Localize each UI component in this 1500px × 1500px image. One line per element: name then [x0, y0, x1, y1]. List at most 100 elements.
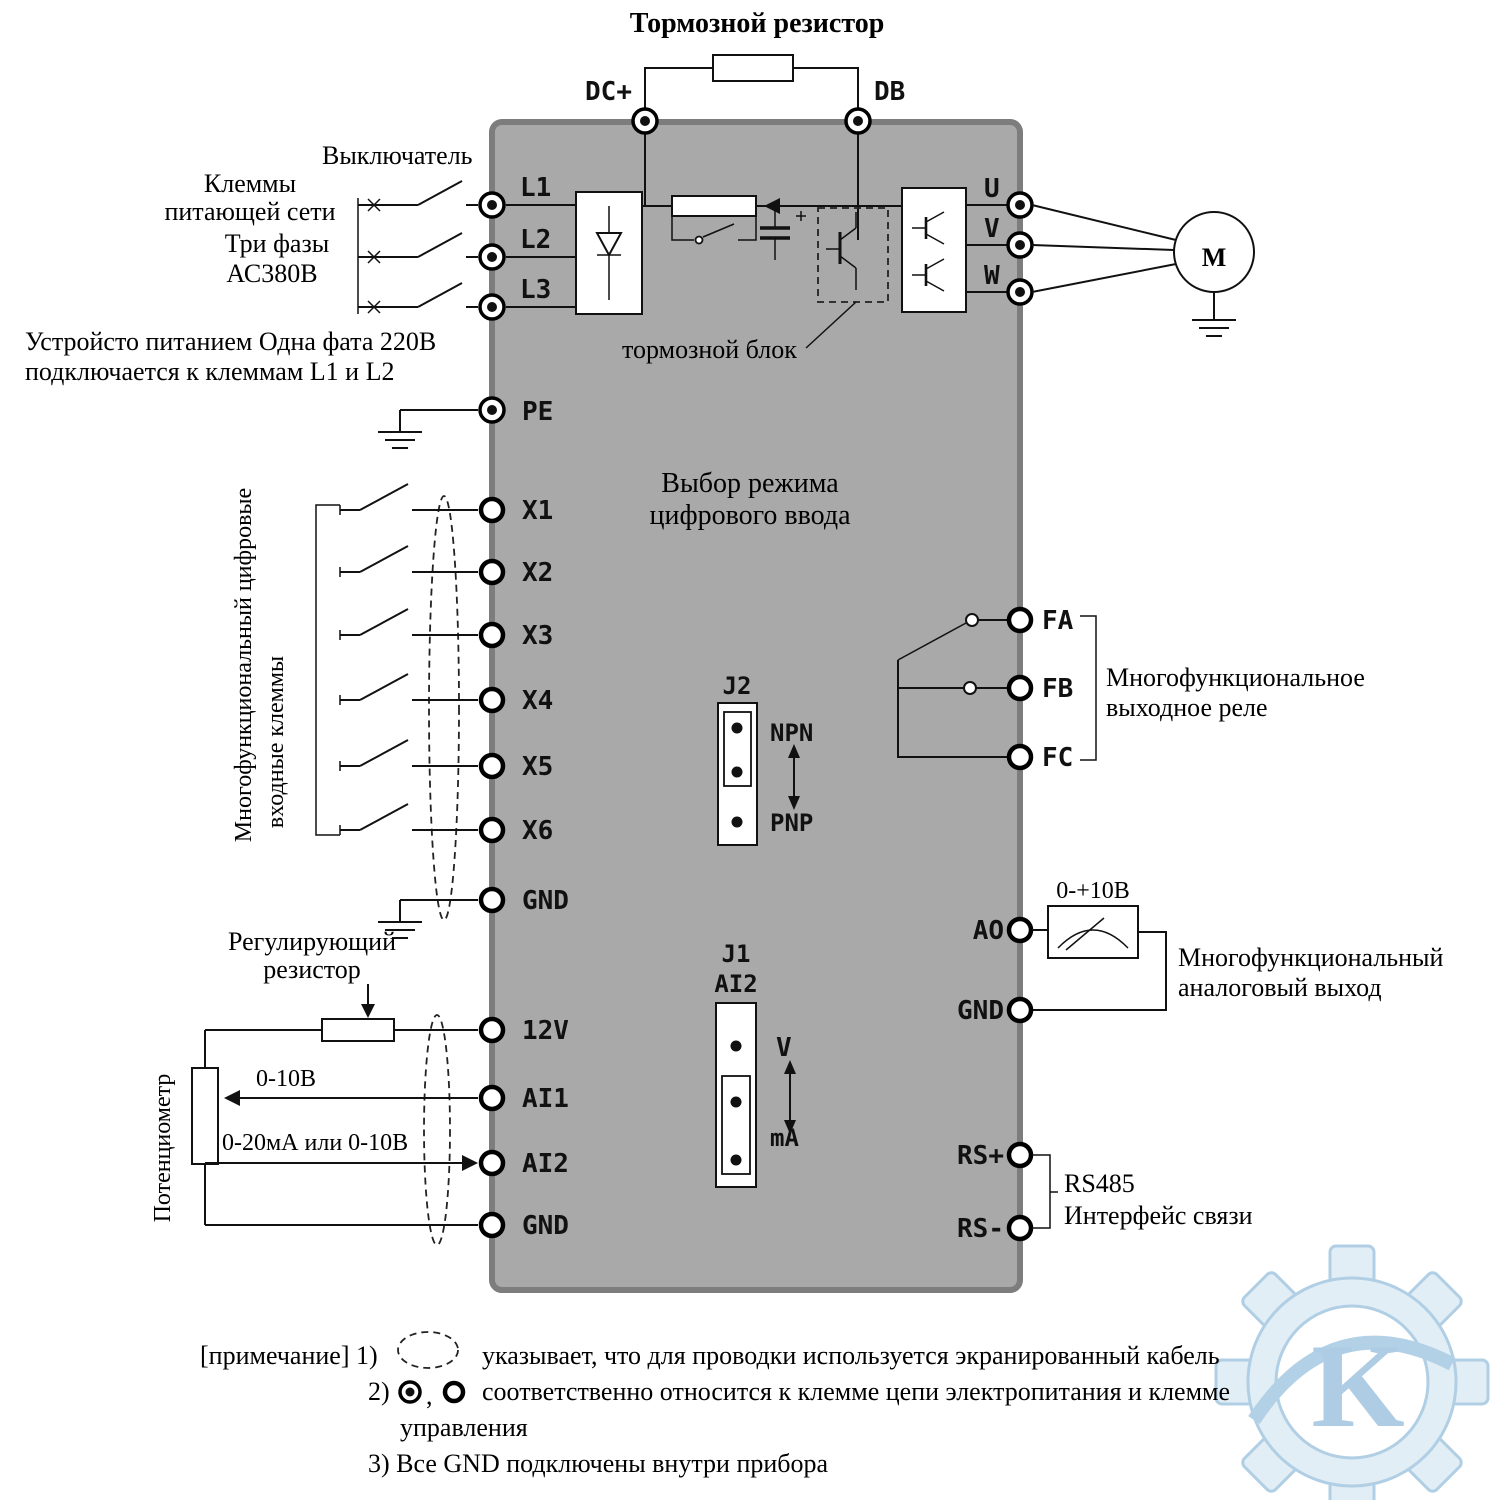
jumper-j1-sub-label: AI2: [714, 970, 757, 998]
label-analog-out-1: Многофункциональный: [1178, 943, 1444, 972]
label-analog-out-2: аналоговый выход: [1178, 973, 1382, 1002]
terminal-gnd2-label: GND: [522, 1211, 569, 1241]
terminal-l3: [478, 293, 506, 321]
terminal-x4-label: X4: [522, 686, 553, 716]
terminal-x6: [478, 816, 506, 844]
terminal-ai2-label: AI2: [522, 1149, 569, 1179]
terminal-db-label: DB: [874, 77, 905, 107]
analog-input-section: Регулирующий резистор Потенциометр 0-10В…: [150, 927, 569, 1246]
breaker-switch-l1: [358, 180, 478, 212]
shielded-cable-2: [423, 1014, 451, 1246]
jumper-j2: J2 NPN PNP: [717, 672, 813, 846]
terminal-l2-label: L2: [520, 225, 551, 255]
rectifier-module: [575, 191, 643, 315]
terminal-x5-label: X5: [522, 752, 553, 782]
terminal-gnd2: [478, 1211, 506, 1239]
terminal-w: [1006, 278, 1034, 306]
terminal-x4: [478, 686, 506, 714]
label-ma: mA: [770, 1124, 799, 1152]
shielded-cable-icon: [397, 1331, 459, 1369]
terminal-rsminus: [1006, 1214, 1034, 1242]
terminal-fa-label: FA: [1042, 606, 1074, 636]
label-supply-1: Клеммы: [204, 169, 296, 198]
terminal-v-label: V: [984, 214, 1000, 244]
terminal-gnd1-label: GND: [522, 886, 569, 916]
terminal-x1: [478, 496, 506, 524]
notes-section: [примечание] 1) указывает, что для прово…: [200, 1331, 1230, 1478]
note-1-text: указывает, что для проводки используется…: [482, 1341, 1220, 1370]
arrow-ai1: [224, 1090, 240, 1106]
label-phase-1: Три фазы: [225, 229, 329, 258]
terminal-v: [1006, 231, 1034, 259]
power-terminal-icon: [398, 1380, 422, 1404]
terminal-db: [844, 107, 872, 135]
igbt-symbol-2: [912, 258, 945, 292]
terminal-fb: [1006, 674, 1034, 702]
terminal-ai2: [478, 1149, 506, 1177]
terminal-gnd3-label: GND: [957, 996, 1004, 1026]
arrow-to-resistor: [764, 198, 780, 214]
terminal-12v: [478, 1016, 506, 1044]
label-rs485-1: RS485: [1064, 1169, 1135, 1198]
arrow-ai2: [462, 1155, 478, 1171]
terminal-x5: [478, 752, 506, 780]
label-brake-resistor: Тормозной резистор: [630, 8, 885, 39]
watermark-letter: K: [1311, 1319, 1404, 1452]
terminal-x2-label: X2: [522, 558, 553, 588]
diode-symbol: [595, 206, 623, 300]
terminal-12v-label: 12V: [522, 1016, 569, 1046]
shielded-cable-1: [428, 495, 460, 921]
dc-capacitor: [760, 206, 806, 260]
label-digital-inputs-1: Многофункциональный цифровые: [231, 488, 257, 842]
brake-block: тормозной блок: [622, 207, 889, 364]
jumper-j1-label: J1: [722, 940, 751, 968]
brake-transistor-symbol: [826, 212, 857, 290]
motor-section: M: [1031, 204, 1255, 337]
power-input-section: Выключатель Клеммы питающей сети Три фаз…: [25, 141, 576, 386]
ground-symbol-motor: [1192, 292, 1236, 337]
terminal-l3-label: L3: [520, 275, 551, 305]
terminal-pe: [478, 396, 506, 424]
rs485-bracket: [1032, 1154, 1058, 1229]
input-switch-x5: [339, 739, 478, 771]
terminal-rsplus-label: RS+: [957, 1141, 1004, 1171]
label-reg-resistor-2: резистор: [263, 955, 361, 984]
terminal-fc-label: FC: [1042, 743, 1073, 773]
jumper-j1: J1 AI2 V mA: [714, 940, 799, 1188]
label-analog-range: 0-+10В: [1056, 878, 1130, 904]
terminal-ai1: [478, 1084, 506, 1112]
label-phase-2: АС380В: [226, 259, 317, 288]
note-intro: [примечание] 1): [200, 1341, 378, 1370]
label-supply-2: питающей сети: [164, 197, 335, 226]
terminal-fb-label: FB: [1042, 674, 1073, 704]
ground-symbol-gnd1: [378, 900, 422, 939]
terminal-rsminus-label: RS-: [957, 1214, 1004, 1244]
brake-resistor-symbol: [712, 54, 794, 82]
input-switch-x4: [339, 673, 478, 705]
label-pnp: PNP: [770, 809, 813, 837]
input-switch-x6: [339, 803, 478, 835]
label-volt: V: [776, 1033, 792, 1063]
igbt-symbol-1: [912, 211, 945, 245]
terminal-fc: [1006, 743, 1034, 771]
relay-contact-fa: [965, 613, 979, 627]
arrow-pot-adjust: [361, 1004, 375, 1018]
relay-bracket: [1080, 615, 1097, 761]
gear-icon: [1214, 1244, 1490, 1500]
terminal-ao-label: AO: [973, 916, 1004, 946]
label-npn: NPN: [770, 719, 813, 747]
pe-section: PE: [378, 396, 553, 449]
relay-contact-fb: [963, 681, 977, 695]
label-breaker: Выключатель: [322, 141, 473, 170]
analog-output-section: AO 0-+10В GND Многофункциональный аналог…: [957, 878, 1443, 1026]
terminal-w-label: W: [984, 261, 1000, 291]
terminal-dcplus-label: DC+: [585, 77, 632, 107]
terminal-gnd1: [478, 886, 506, 914]
label-brake-block: тормозной блок: [622, 335, 797, 364]
brake-resistor-circuit: Тормозной резистор DC+ DB: [585, 8, 905, 240]
label-single-phase-1: Устройсто питанием Одна фата 220В: [25, 327, 436, 356]
ground-symbol-pe: [378, 410, 422, 449]
label-relay-1: Многофункциональное: [1106, 663, 1365, 692]
terminal-l1: [478, 191, 506, 219]
